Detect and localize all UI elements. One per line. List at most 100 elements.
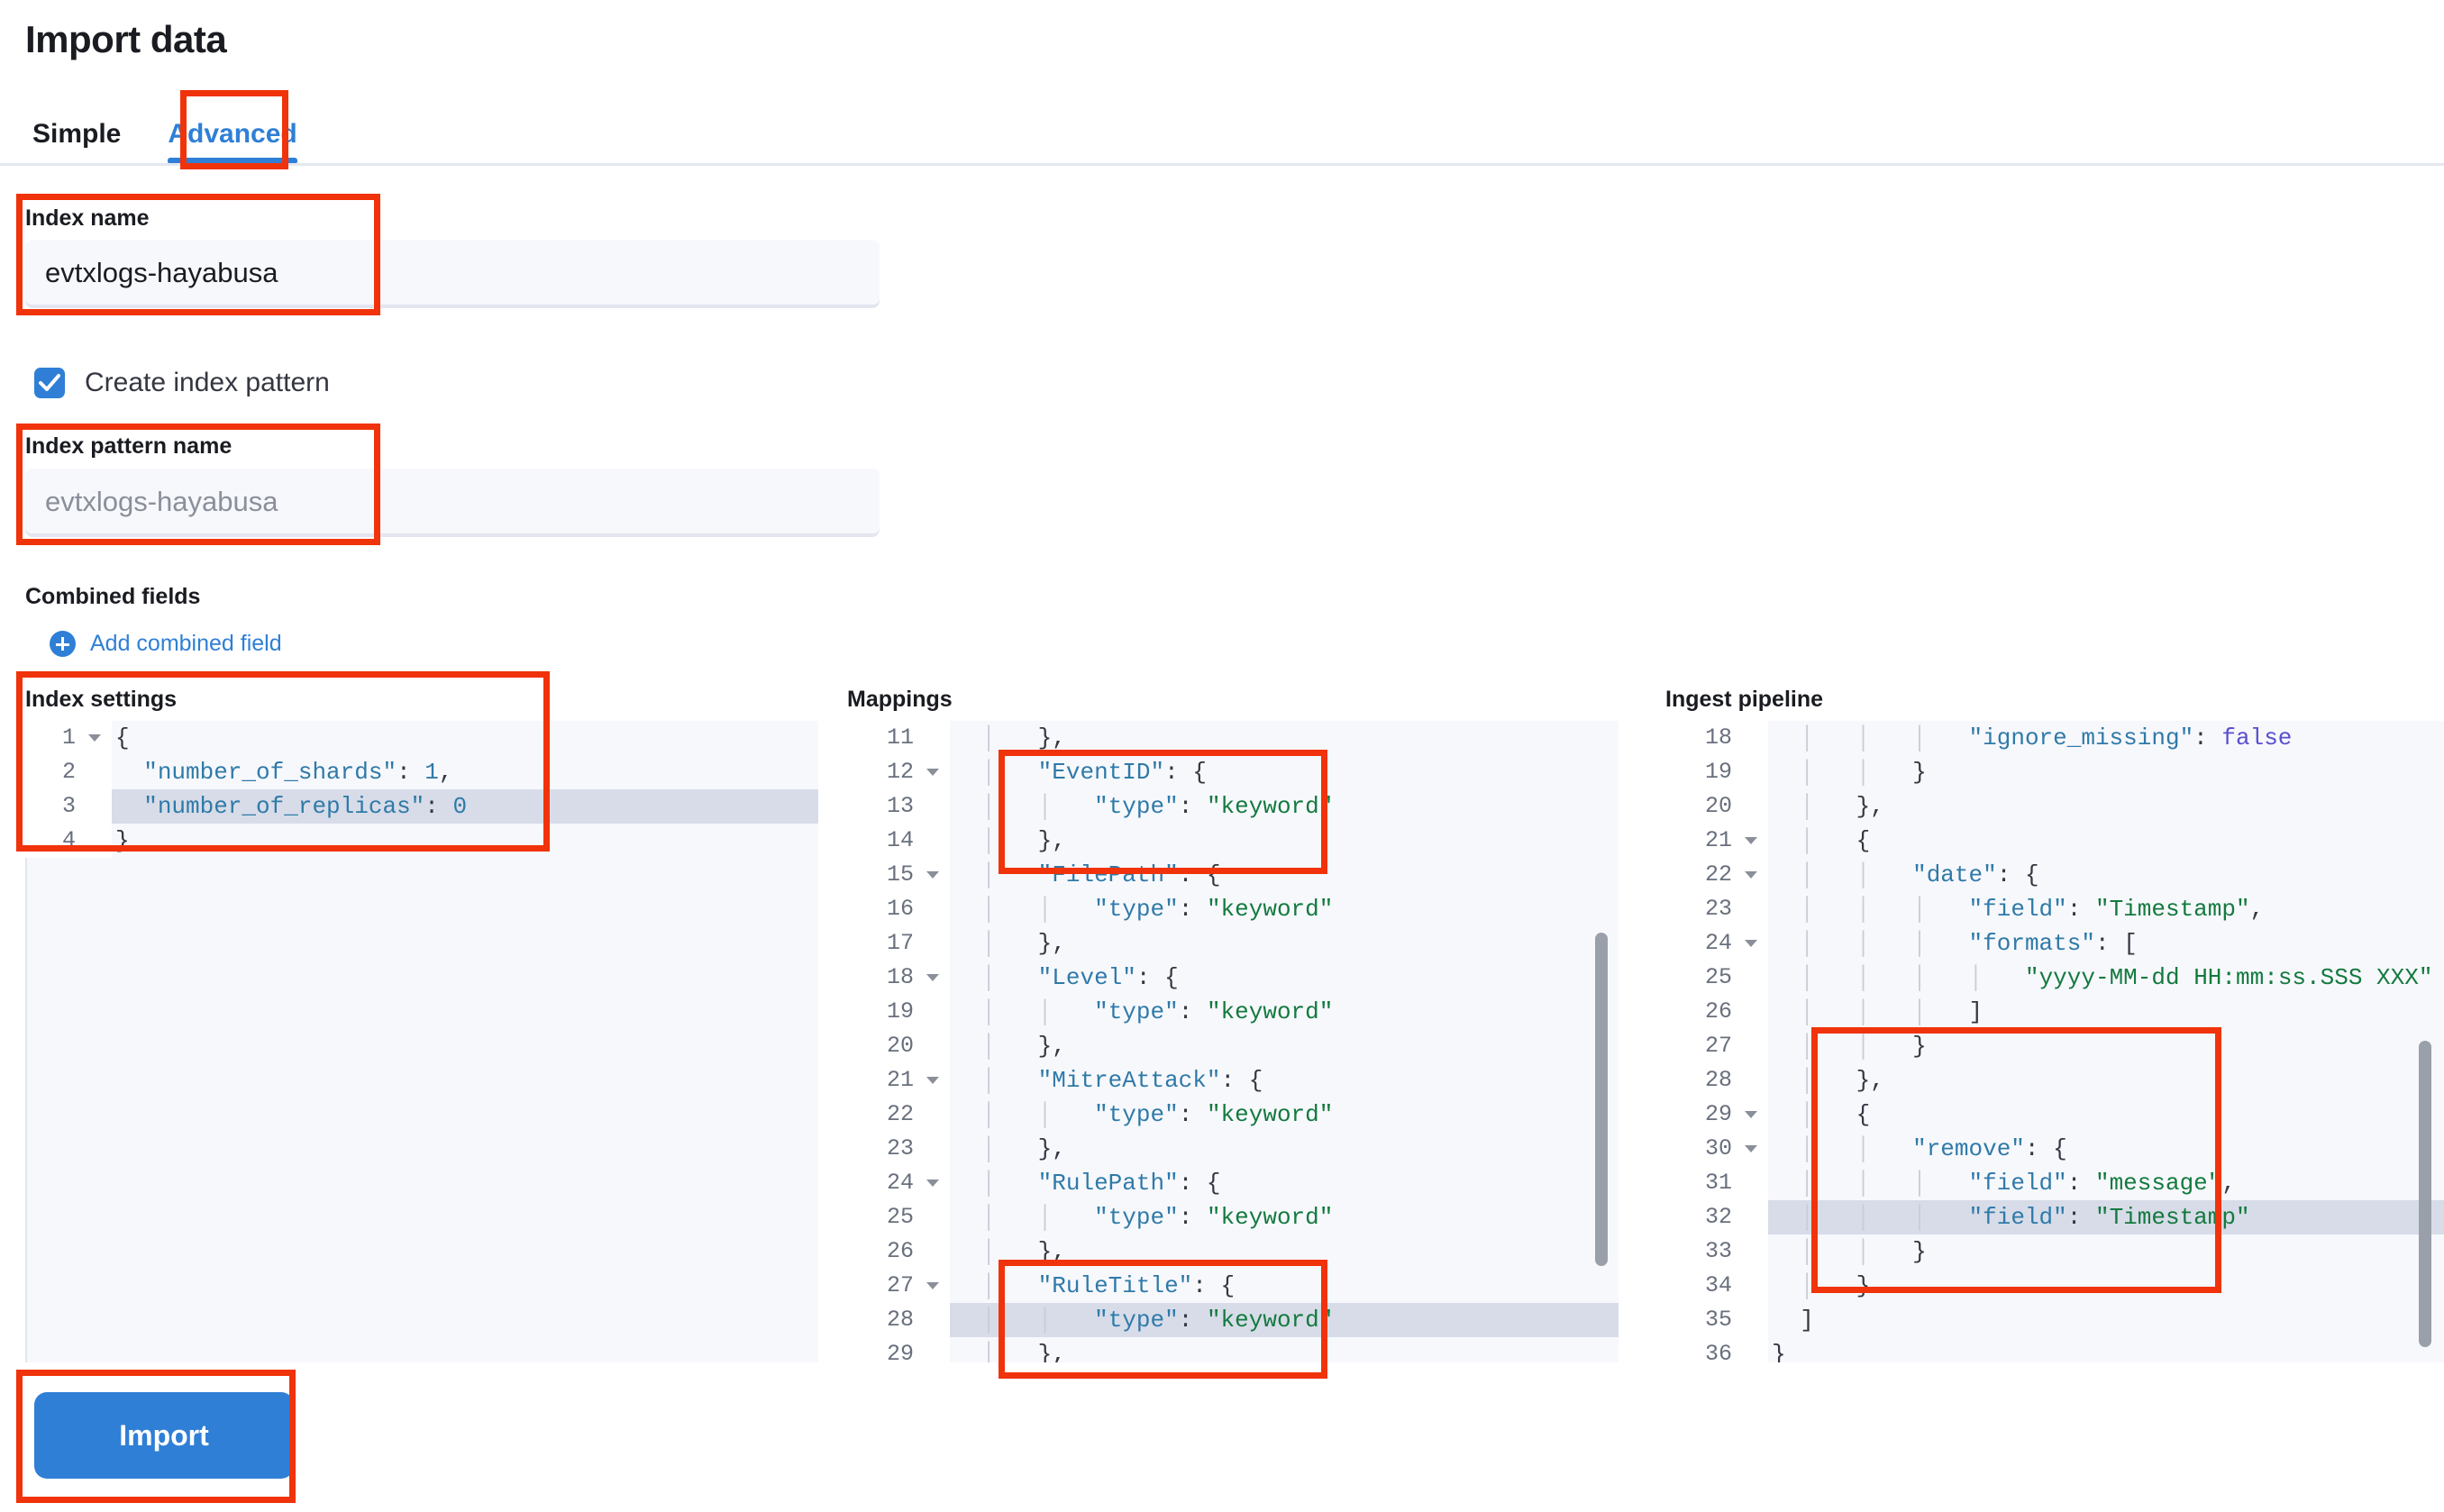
tab-advanced[interactable]: Advanced bbox=[168, 121, 298, 164]
code-text: │ │ "type": "keyword" bbox=[981, 896, 1334, 923]
code-text: │ │ │ "field": "Timestamp", bbox=[1800, 896, 2265, 923]
line-number: 26 bbox=[1665, 995, 1737, 1029]
fold-triangle-icon[interactable] bbox=[926, 1282, 939, 1289]
line-number: 23 bbox=[847, 1132, 919, 1166]
gutter-pad bbox=[81, 789, 112, 824]
line-number: 31 bbox=[1665, 1166, 1737, 1200]
gutter-pad bbox=[919, 892, 950, 926]
line-number: 21 bbox=[1665, 824, 1757, 858]
fold-triangle-icon[interactable] bbox=[926, 1077, 939, 1084]
fold-triangle-icon[interactable] bbox=[1745, 871, 1757, 879]
fold-triangle-icon[interactable] bbox=[926, 1180, 939, 1187]
editor-line: 28 │ │ "type": "keyword" bbox=[847, 1303, 1619, 1337]
editor-line: 14 │ }, bbox=[847, 824, 1619, 858]
editor-line: 27 │ │ } bbox=[1665, 1029, 2444, 1063]
code-text: │ "Level": { bbox=[981, 964, 1179, 991]
line-number: 29 bbox=[1665, 1098, 1757, 1132]
line-number: 35 bbox=[1665, 1303, 1737, 1337]
tab-simple[interactable]: Simple bbox=[32, 119, 122, 149]
line-number: 25 bbox=[847, 1200, 919, 1234]
gutter-pad bbox=[1737, 1029, 1768, 1063]
editor-line: 27 │ "RuleTitle": { bbox=[847, 1269, 1619, 1303]
fold-triangle-icon[interactable] bbox=[88, 734, 101, 742]
gutter-pad bbox=[1737, 892, 1768, 926]
check-icon[interactable] bbox=[34, 368, 65, 398]
line-number: 4 bbox=[25, 824, 81, 858]
editor-line: 23 │ }, bbox=[847, 1132, 1619, 1166]
mappings-editor[interactable]: 11 │ },12 │ "EventID": {13 │ │ "type": "… bbox=[847, 721, 1619, 1362]
line-number: 20 bbox=[1665, 789, 1737, 824]
ingest-pipeline-title: Ingest pipeline bbox=[1665, 687, 1824, 712]
line-number: 28 bbox=[847, 1303, 919, 1337]
code-text: │ }, bbox=[1800, 1067, 1884, 1094]
line-number: 28 bbox=[1665, 1063, 1737, 1098]
line-number: 13 bbox=[847, 789, 919, 824]
fold-triangle-icon[interactable] bbox=[1745, 837, 1757, 844]
line-number: 29 bbox=[847, 1337, 919, 1362]
plus-circle-icon bbox=[50, 631, 76, 657]
code-text: │ │ } bbox=[1800, 1033, 1927, 1060]
code-text: } bbox=[1772, 1341, 1786, 1362]
editor-line: 20 │ }, bbox=[1665, 789, 2444, 824]
gutter-pad bbox=[919, 1132, 950, 1166]
index-name-input[interactable] bbox=[25, 240, 880, 308]
fold-triangle-icon[interactable] bbox=[926, 769, 939, 776]
code-text: │ }, bbox=[981, 1033, 1066, 1060]
line-number: 11 bbox=[847, 721, 919, 755]
mappings-scrollbar[interactable] bbox=[1595, 933, 1608, 1266]
gutter-pad bbox=[1737, 1063, 1768, 1098]
code-text: │ "RulePath": { bbox=[981, 1170, 1221, 1197]
create-index-pattern-row[interactable]: Create index pattern bbox=[34, 368, 330, 398]
page-title: Import data bbox=[25, 18, 227, 60]
code-text: "number_of_replicas": 0 bbox=[143, 793, 468, 820]
fold-triangle-icon[interactable] bbox=[1745, 1111, 1757, 1118]
editor-line: 29 │ }, bbox=[847, 1337, 1619, 1362]
gutter-pad bbox=[919, 1234, 950, 1269]
import-button[interactable]: Import bbox=[34, 1392, 294, 1479]
editor-line: 28 │ }, bbox=[1665, 1063, 2444, 1098]
gutter-pad bbox=[1737, 789, 1768, 824]
editor-line: 31 │ │ │ "field": "message", bbox=[1665, 1166, 2444, 1200]
line-number: 19 bbox=[847, 995, 919, 1029]
gutter-pad bbox=[919, 1200, 950, 1234]
index-name-label: Index name bbox=[25, 205, 150, 231]
editor-line: 29 │ { bbox=[1665, 1098, 2444, 1132]
add-combined-field-button[interactable]: Add combined field bbox=[50, 631, 282, 657]
gutter-pad bbox=[919, 721, 950, 755]
editor-line: 22 │ │ "type": "keyword" bbox=[847, 1098, 1619, 1132]
gutter-pad bbox=[919, 1337, 950, 1362]
gutter-pad bbox=[919, 1098, 950, 1132]
code-text: │ │ "type": "keyword" bbox=[981, 998, 1334, 1025]
index-pattern-name-input[interactable] bbox=[25, 469, 880, 537]
gutter-pad bbox=[81, 824, 112, 858]
index-settings-editor[interactable]: 1{2 "number_of_shards": 1,3 "number_of_r… bbox=[25, 721, 818, 1362]
line-number: 25 bbox=[1665, 961, 1737, 995]
fold-triangle-icon[interactable] bbox=[1745, 940, 1757, 947]
editor-line: 3 "number_of_replicas": 0 bbox=[25, 789, 818, 824]
gutter-pad bbox=[1737, 755, 1768, 789]
code-text: │ │ │ │ "yyyy-MM-dd HH:mm:ss.SSS XXX" bbox=[1800, 964, 2433, 991]
line-number: 32 bbox=[1665, 1200, 1737, 1234]
fold-triangle-icon[interactable] bbox=[1745, 1145, 1757, 1152]
line-number: 23 bbox=[1665, 892, 1737, 926]
mappings-title: Mappings bbox=[847, 687, 953, 712]
fold-triangle-icon[interactable] bbox=[926, 974, 939, 981]
code-text: │ │ │ "field": "message", bbox=[1800, 1170, 2237, 1197]
editor-line: 17 │ }, bbox=[847, 926, 1619, 961]
line-number: 26 bbox=[847, 1234, 919, 1269]
gutter-pad bbox=[1737, 1234, 1768, 1269]
code-text: │ │ "type": "keyword" bbox=[981, 793, 1334, 820]
line-number: 22 bbox=[847, 1098, 919, 1132]
ingest-pipeline-scrollbar[interactable] bbox=[2419, 1041, 2431, 1347]
line-number: 17 bbox=[847, 926, 919, 961]
code-text: { bbox=[115, 724, 130, 751]
editor-line: 20 │ }, bbox=[847, 1029, 1619, 1063]
editor-line: 21 │ "MitreAttack": { bbox=[847, 1063, 1619, 1098]
editor-line: 25 │ │ │ │ "yyyy-MM-dd HH:mm:ss.SSS XXX" bbox=[1665, 961, 2444, 995]
combined-fields-label: Combined fields bbox=[25, 584, 201, 609]
fold-triangle-icon[interactable] bbox=[926, 871, 939, 879]
editor-line: 4} bbox=[25, 824, 818, 858]
editor-line: 21 │ { bbox=[1665, 824, 2444, 858]
gutter-pad bbox=[919, 1029, 950, 1063]
